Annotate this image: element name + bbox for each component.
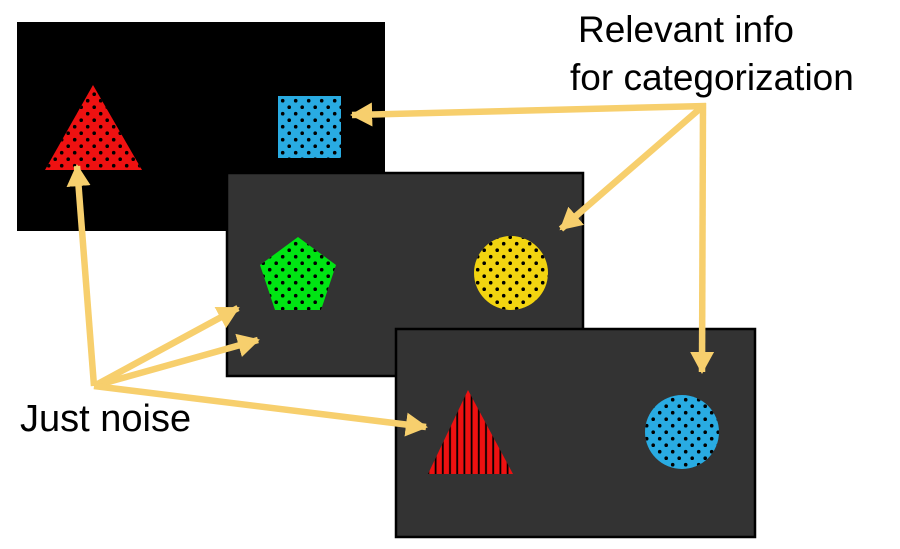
red-dotted-triangle-texture [45,85,142,170]
arrow-relevant-to-yellow-circle [558,103,706,232]
blue-dotted-circle-texture [645,395,719,469]
arrow-noise-to-pentagon-upper [92,305,240,389]
label-just-noise: Just noise [20,398,192,440]
arrow-relevant-to-blue-square [350,102,707,127]
label-relevant-info: Relevant info for categorization [570,6,854,102]
label-relevant-info-line1: Relevant info [578,9,794,50]
arrows-layer [66,102,715,437]
blue-dotted-square-texture [278,96,341,158]
arrow-relevant-to-blue-circle [690,102,715,374]
label-relevant-info-line2: for categorization [570,57,854,98]
red-striped-triangle-texture [428,390,513,474]
green-dotted-pentagon-texture [260,237,336,310]
yellow-dotted-circle-texture [474,236,548,310]
panels-layer [17,22,757,539]
arrow-noise-to-red-triangle [66,164,98,387]
arrow-noise-to-pentagon-lower [93,333,260,390]
arrow-noise-to-striped-triangle [93,382,428,437]
